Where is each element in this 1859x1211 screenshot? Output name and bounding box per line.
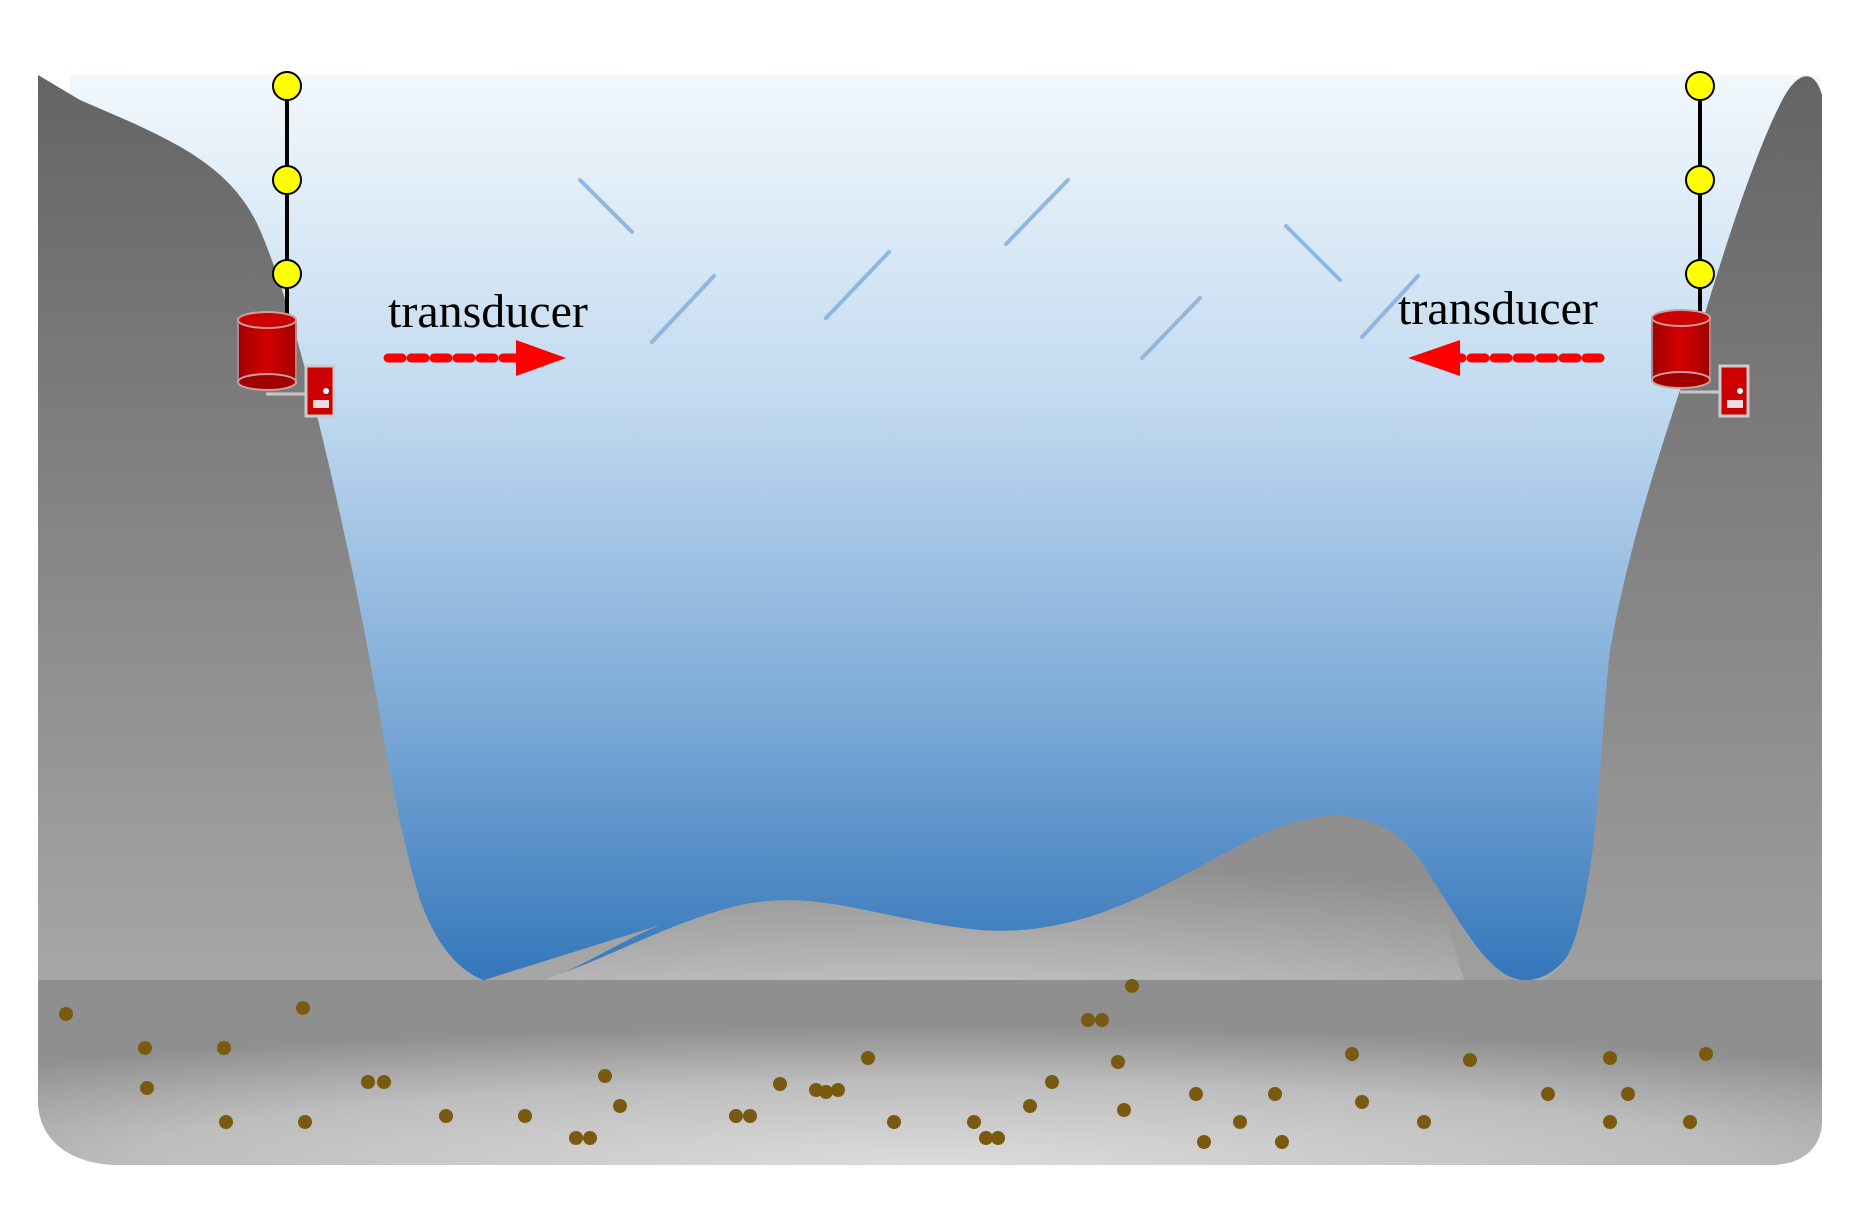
recorder-icon bbox=[1718, 364, 1750, 418]
sediment-particle-icon bbox=[296, 1001, 310, 1015]
right-rock-wall bbox=[1440, 76, 1822, 1000]
water-column bbox=[70, 75, 1820, 1000]
sediment-particle-icon bbox=[1268, 1087, 1282, 1101]
ray-1 bbox=[578, 178, 634, 234]
sediment-particle-icon bbox=[967, 1115, 981, 1129]
sediment-particle-icon bbox=[138, 1041, 152, 1055]
recorder-icon bbox=[304, 364, 336, 418]
sediment-particle-icon bbox=[1683, 1115, 1697, 1129]
sediment-particle-icon bbox=[583, 1131, 597, 1145]
basin-floor bbox=[38, 980, 1822, 1165]
sediment-particle-icon bbox=[1603, 1115, 1617, 1129]
sediment-particle-icon bbox=[979, 1131, 993, 1145]
sediment-particle-icon bbox=[1417, 1115, 1431, 1129]
sound-rays bbox=[578, 178, 1420, 360]
ray-2 bbox=[650, 274, 716, 344]
sediment-particle-icon bbox=[598, 1069, 612, 1083]
sediment-particle-icon bbox=[861, 1051, 875, 1065]
sediment-particle-icon bbox=[1355, 1095, 1369, 1109]
transducer-icon bbox=[1651, 309, 1711, 389]
sediment-particle-icon bbox=[219, 1115, 233, 1129]
buoy-icon bbox=[1685, 71, 1715, 101]
ray-7 bbox=[1360, 274, 1420, 339]
sediment-particle-icon bbox=[887, 1115, 901, 1129]
sediment-particle-icon bbox=[1117, 1103, 1131, 1117]
sediment-particle-icon bbox=[613, 1099, 627, 1113]
sediment-particle-icon bbox=[298, 1115, 312, 1129]
sediment-particle-icon bbox=[518, 1109, 532, 1123]
sediment-particle-icon bbox=[439, 1109, 453, 1123]
sediment-particle-icon bbox=[743, 1109, 757, 1123]
sediment-particle-icon bbox=[1023, 1099, 1037, 1113]
left-signal-arrow bbox=[383, 340, 566, 376]
sediment-particle-icon bbox=[377, 1075, 391, 1089]
right-signal-arrow bbox=[1408, 340, 1605, 376]
sediment-particle-icon bbox=[1345, 1047, 1359, 1061]
sediment-particle-icon bbox=[1045, 1075, 1059, 1089]
sediment-particle-icon bbox=[1081, 1013, 1095, 1027]
left-transducer-label: transducer bbox=[388, 285, 588, 338]
ray-4 bbox=[1004, 178, 1070, 246]
sediment-particle-icon bbox=[217, 1041, 231, 1055]
buoy-icon bbox=[1685, 259, 1715, 289]
sediment-particle-icon bbox=[59, 1007, 73, 1021]
sediment-particle-icon bbox=[1621, 1087, 1635, 1101]
sediment-particle-icon bbox=[1189, 1087, 1203, 1101]
sediment-particle-icon bbox=[1699, 1047, 1713, 1061]
buoy-icon bbox=[272, 259, 302, 289]
sediment-particle-icon bbox=[1463, 1053, 1477, 1067]
sediment-particle-icon bbox=[1275, 1135, 1289, 1149]
transducer-icon bbox=[237, 311, 297, 391]
right-transducer-label: transducer bbox=[1398, 282, 1598, 335]
sediment-particle-icon bbox=[773, 1077, 787, 1091]
right-mooring bbox=[1651, 71, 1750, 418]
arrow-right-icon bbox=[516, 340, 566, 376]
ray-3 bbox=[824, 250, 891, 320]
sediment-particle-icon bbox=[361, 1075, 375, 1089]
buoy-icon bbox=[1685, 165, 1715, 195]
sediment-particle-icon bbox=[1233, 1115, 1247, 1129]
buoy-icon bbox=[272, 165, 302, 195]
left-rock-wall bbox=[38, 75, 660, 1000]
left-mooring bbox=[237, 71, 336, 418]
sediment-particle-icon bbox=[819, 1085, 833, 1099]
sediment-particle-icon bbox=[569, 1131, 583, 1145]
sediment-particle-icon bbox=[729, 1109, 743, 1123]
sediment-particle-icon bbox=[140, 1081, 154, 1095]
arrow-left-icon bbox=[1408, 340, 1460, 376]
sediment-particle-icon bbox=[1197, 1135, 1211, 1149]
sediment-particle-icon bbox=[1125, 979, 1139, 993]
sediment-particles bbox=[59, 979, 1713, 1149]
sediment-particle-icon bbox=[991, 1131, 1005, 1145]
sediment-particle-icon bbox=[1095, 1013, 1109, 1027]
ray-6 bbox=[1284, 224, 1342, 282]
buoy-icon bbox=[272, 71, 302, 101]
sediment-particle-icon bbox=[1111, 1055, 1125, 1069]
sediment-particle-icon bbox=[1541, 1087, 1555, 1101]
sediment-particle-icon bbox=[1603, 1051, 1617, 1065]
sediment-particle-icon bbox=[831, 1083, 845, 1097]
ray-5 bbox=[1140, 296, 1202, 360]
